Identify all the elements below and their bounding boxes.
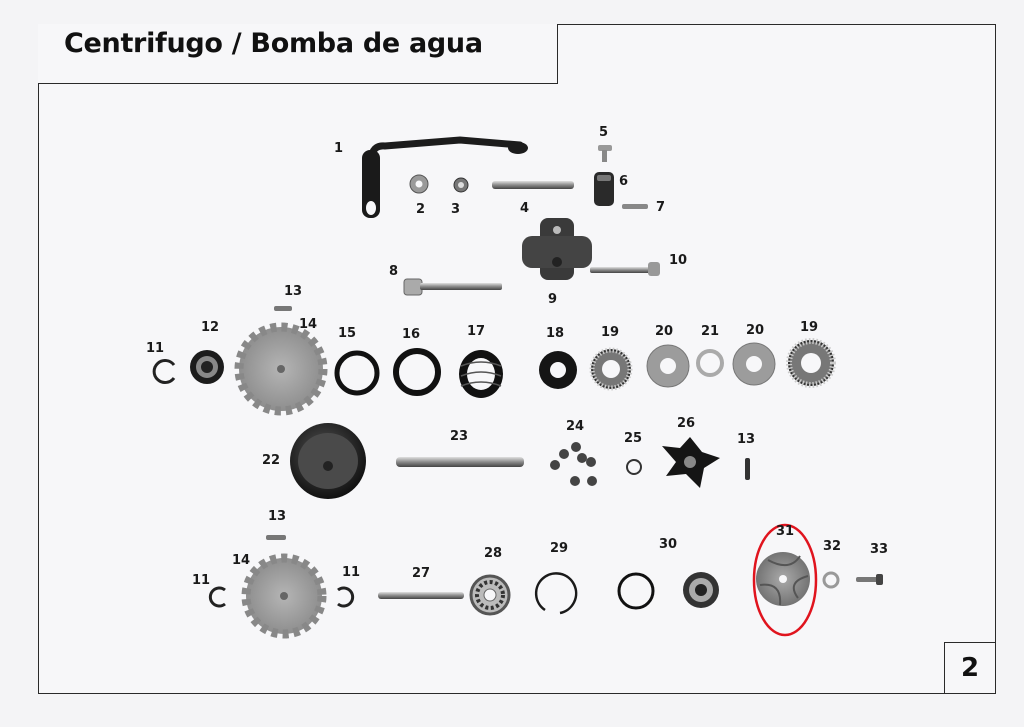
- label-23: 23: [450, 429, 468, 444]
- label-11c: 11: [342, 565, 360, 580]
- part-12-bearing: [190, 350, 224, 384]
- part-11-circlip-c: [337, 586, 355, 608]
- label-11a: 11: [146, 341, 164, 356]
- part-13-pin-c: [266, 535, 286, 540]
- part-19-needle-bearing-a: [589, 347, 633, 391]
- part-32-washer: [822, 571, 840, 589]
- label-19a: 19: [601, 325, 619, 340]
- part-15-oring: [334, 350, 380, 396]
- part-13-pin-b: [745, 458, 750, 480]
- part-labels: 1 2 3 4 5 6 7 8 9 10 11 12 13 14 15 16 1…: [146, 125, 888, 588]
- part-4-pin: [492, 181, 574, 189]
- label-31: 31: [776, 524, 794, 539]
- label-32: 32: [823, 539, 841, 554]
- label-14b: 14: [232, 553, 250, 568]
- part-7-pin: [622, 204, 648, 209]
- label-26: 26: [677, 416, 695, 431]
- part-10-bolt: [590, 262, 660, 276]
- label-15: 15: [338, 326, 356, 341]
- part-31-impeller: [756, 552, 810, 606]
- part-30-oring: [617, 572, 655, 610]
- part-27-shaft: [378, 592, 464, 599]
- part-5-screw: [598, 145, 612, 162]
- label-18: 18: [546, 326, 564, 341]
- label-25: 25: [624, 431, 642, 446]
- part-17-spring: [459, 350, 503, 398]
- label-5: 5: [599, 125, 608, 140]
- label-17: 17: [467, 324, 485, 339]
- part-14-gear-a: [234, 322, 328, 416]
- label-24: 24: [566, 419, 584, 434]
- part-20-washer-b: [732, 342, 776, 386]
- part-24-balls: [550, 442, 597, 486]
- label-4: 4: [520, 201, 529, 216]
- label-7: 7: [656, 200, 665, 215]
- label-13c: 13: [268, 509, 286, 524]
- part-18-seal: [539, 351, 577, 389]
- part-23-shaft: [396, 457, 524, 467]
- label-21: 21: [701, 324, 719, 339]
- part-20-washer-a: [646, 344, 690, 388]
- label-16: 16: [402, 327, 420, 342]
- part-8-bolt: [403, 278, 502, 296]
- part-11-circlip-b: [208, 586, 226, 608]
- part-25-ring: [626, 459, 642, 475]
- label-14a: 14: [299, 317, 317, 332]
- label-3: 3: [451, 202, 460, 217]
- part-14-gear-b: [241, 553, 327, 639]
- label-10: 10: [669, 253, 687, 268]
- label-6: 6: [619, 174, 628, 189]
- label-30: 30: [659, 537, 677, 552]
- page-title: Centrifugo / Bomba de agua: [64, 28, 483, 59]
- label-2: 2: [416, 202, 425, 217]
- label-29: 29: [550, 541, 568, 556]
- label-11b: 11: [192, 573, 210, 588]
- label-13a: 13: [284, 284, 302, 299]
- title-box: [38, 24, 558, 84]
- label-12: 12: [201, 320, 219, 335]
- part-9-housing: [522, 218, 592, 280]
- part-22-cup: [290, 423, 366, 499]
- part-19-needle-bearing-b: [786, 338, 836, 388]
- part-29-snap-ring: [534, 572, 578, 615]
- label-8: 8: [389, 264, 398, 279]
- label-13b: 13: [737, 432, 755, 447]
- page-number: 2: [944, 642, 996, 694]
- label-22: 22: [262, 453, 280, 468]
- label-20a: 20: [655, 324, 673, 339]
- label-1: 1: [334, 141, 343, 156]
- part-16-oring: [393, 348, 441, 396]
- part-2-washer: [409, 174, 429, 194]
- part-31-highlight-circle: [752, 523, 818, 637]
- label-28: 28: [484, 546, 502, 561]
- label-33: 33: [870, 542, 888, 557]
- label-20b: 20: [746, 323, 764, 338]
- part-26-spider: [662, 437, 720, 488]
- part-21-ring: [696, 349, 724, 377]
- label-19b: 19: [800, 320, 818, 335]
- part-30-seal: [683, 572, 719, 608]
- part-13-pin-a: [274, 306, 292, 311]
- part-11-circlip: [152, 359, 176, 384]
- part-6-block: [594, 172, 614, 206]
- part-3-nut: [453, 177, 469, 193]
- part-28-bearing: [469, 574, 511, 616]
- label-27: 27: [412, 566, 430, 581]
- label-9: 9: [548, 292, 557, 307]
- part-1-lever: [362, 136, 528, 218]
- part-33-screw: [856, 574, 883, 585]
